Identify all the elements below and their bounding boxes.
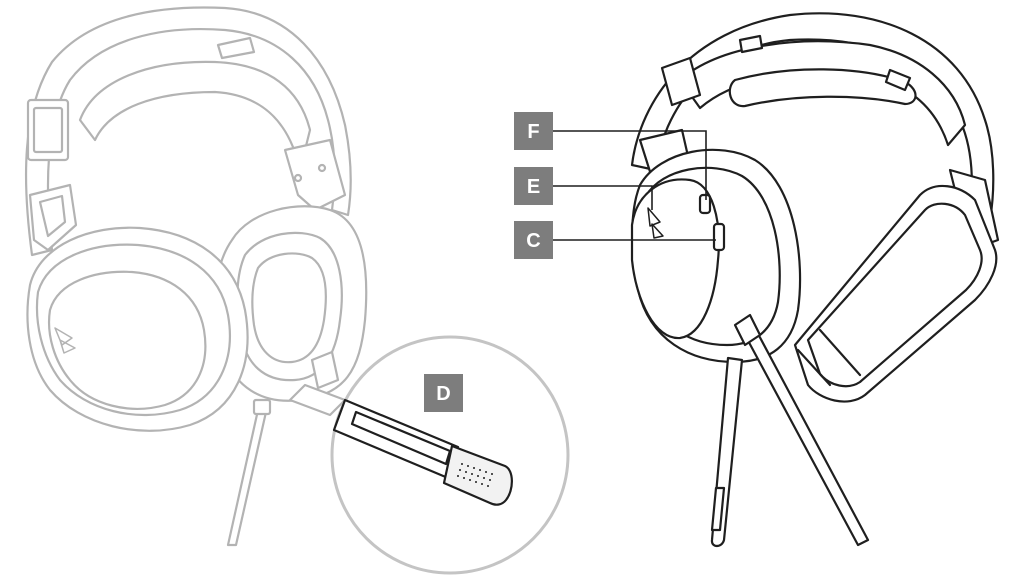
left-hinge-screw (293, 173, 303, 183)
left-headset-faded (24, 6, 368, 547)
left-back-cushion-inner (251, 252, 327, 364)
callout-c: C (514, 221, 553, 259)
callout-e: E (514, 167, 553, 205)
callout-d-box (424, 374, 463, 412)
callout-d: D (424, 374, 463, 412)
mic-detail (332, 398, 513, 506)
right-headset (630, 12, 1000, 548)
left-headband-strap (78, 60, 312, 172)
left-headband-outer (24, 6, 352, 257)
mic-boom-arm-inner (350, 410, 452, 466)
callout-line-e (553, 185, 653, 210)
callout-c-text: C (526, 230, 540, 252)
left-slider-box-inner (32, 106, 64, 154)
left-slider-tab (216, 36, 256, 60)
callout-d-text: D (436, 383, 450, 405)
right-mic-boom-inner (710, 486, 726, 532)
callout-lines (553, 130, 716, 241)
callout-e-text: E (527, 176, 540, 198)
right-slider-left (660, 56, 702, 107)
right-slider-tab-2 (884, 68, 912, 92)
callout-c-box (514, 221, 553, 259)
corsair-sails-icon (54, 327, 76, 354)
left-mic-mount (310, 350, 340, 390)
right-headband-pad (728, 68, 917, 108)
left-front-earcup-plate (48, 270, 207, 410)
right-far-earcup-inner (806, 202, 983, 388)
mic-grille-dots (457, 463, 493, 487)
callout-f-box (514, 112, 553, 150)
corsair-sails-icon-right (647, 207, 664, 239)
left-cable (226, 408, 268, 547)
right-far-earcup-edge (796, 328, 862, 387)
left-hinge-screw-2 (317, 163, 327, 173)
mute-button (698, 193, 712, 215)
callout-e-box (514, 167, 553, 205)
callout-line-f (553, 130, 707, 200)
callout-f: F (514, 112, 553, 150)
left-cable-plug (252, 398, 272, 416)
volume-wheel (712, 222, 726, 252)
left-hinge-inner (38, 194, 67, 238)
right-slider-tab (738, 34, 764, 54)
left-right-hinge (283, 138, 347, 212)
zoom-circle (330, 335, 570, 575)
callout-f-text: F (527, 121, 539, 143)
right-cable-plug (733, 313, 762, 347)
